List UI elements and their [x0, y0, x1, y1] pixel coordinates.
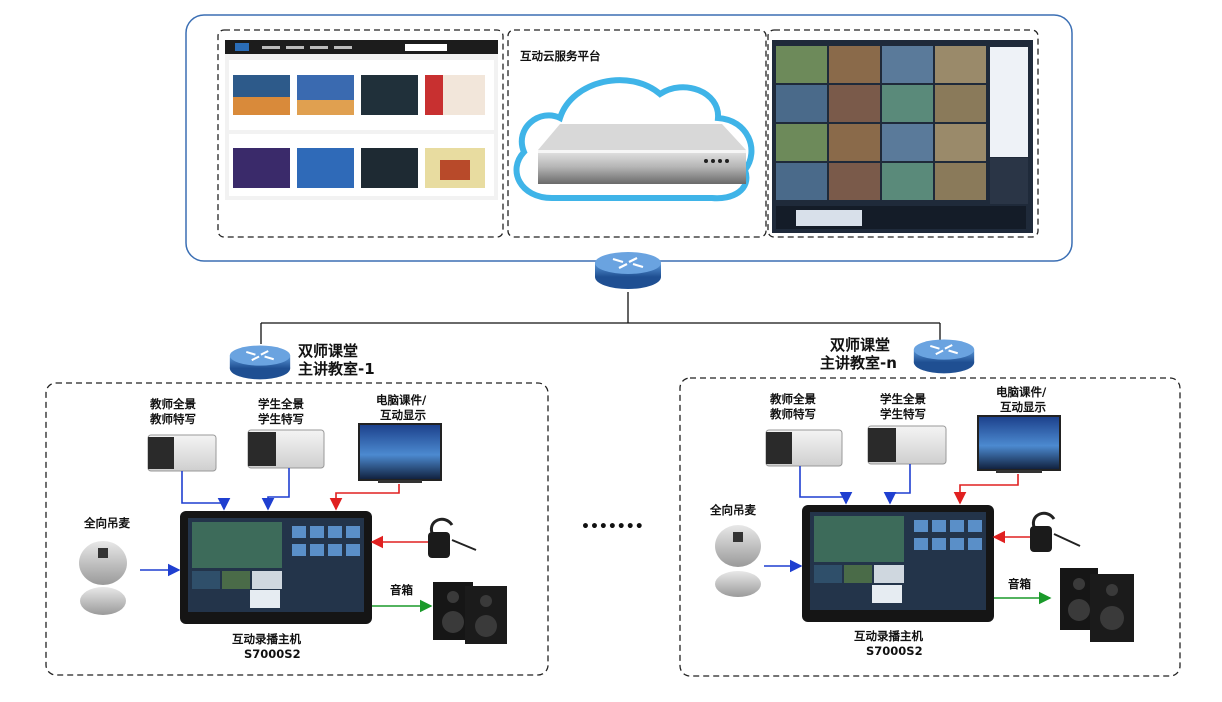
monitor-video-tile — [776, 46, 827, 83]
monitor-video-tile — [829, 163, 880, 200]
c1-headset-mic-icon — [428, 517, 477, 558]
monitor-video-tile — [935, 85, 986, 122]
cn-display-arrow — [953, 474, 1019, 505]
c1-teacher-camera-line1: 教师全景 — [149, 397, 196, 411]
cn-teacher-camera-line1: 教师全景 — [769, 392, 816, 406]
cn-host-line1: 互动录播主机 — [854, 629, 923, 643]
monitor-video-tile — [882, 85, 933, 122]
cn-student-camera-line2: 学生特写 — [880, 407, 926, 421]
cn-display-line2: 互动显示 — [1000, 400, 1046, 414]
c1-student-camera-icon — [247, 429, 325, 469]
cn-headset-mic-icon — [1030, 511, 1081, 552]
c1-host-device-icon — [180, 511, 372, 624]
cn-host-line2: S7000S2 — [866, 644, 923, 658]
classroom1-frame — [45, 382, 549, 676]
classroomn-title-line1: 双师课堂 — [830, 336, 890, 354]
cn-host-device-icon — [802, 505, 994, 622]
monitor-video-tile — [829, 124, 880, 161]
ellipsis-dots: ••••••• — [581, 519, 644, 535]
c1-speaker-label: 音箱 — [390, 583, 413, 597]
monitor-video-tile — [776, 85, 827, 122]
cn-speaker-icon — [1060, 568, 1134, 642]
cloud-platform-label: 互动云服务平台 — [520, 49, 601, 63]
cloud-server-panel: 互动云服务平台 — [507, 29, 767, 238]
c1-display-icon — [358, 423, 442, 483]
classroom1-router-icon — [228, 344, 292, 381]
portal-screenshot-panel — [217, 29, 504, 238]
cn-mic-label: 全向吊麦 — [709, 503, 756, 517]
classroom1-title-line2: 主讲教室-1 — [298, 360, 375, 378]
c1-student-camera-line2: 学生特写 — [258, 412, 304, 426]
monitor-video-tile — [882, 163, 933, 200]
c1-student-camera-line1: 学生全景 — [258, 397, 304, 411]
classroomn-frame — [679, 377, 1181, 677]
c1-teacher-camera-icon — [147, 434, 217, 472]
cn-student-camera-icon — [867, 425, 947, 465]
cn-student-camera-arrow — [883, 464, 911, 505]
server-box-icon — [538, 124, 746, 184]
c1-speaker-icon — [433, 582, 507, 644]
cn-display-line1: 电脑课件/ — [996, 385, 1047, 399]
c1-display-line2: 互动显示 — [380, 408, 426, 422]
monitor-video-tile — [882, 46, 933, 83]
monitor-video-tile — [776, 163, 827, 200]
cn-teacher-camera-line2: 教师特写 — [769, 407, 816, 421]
cn-student-camera-line1: 学生全景 — [880, 392, 926, 406]
cn-mic-icon — [715, 525, 761, 597]
monitor-video-tile — [935, 124, 986, 161]
monitor-screenshot-panel — [767, 29, 1039, 238]
c1-mic-icon — [79, 541, 127, 615]
cn-teacher-camera-icon — [765, 429, 843, 467]
c1-display-arrow — [329, 484, 400, 511]
c1-student-camera-arrow — [261, 468, 290, 511]
classroom1-title-line1: 双师课堂 — [298, 342, 358, 360]
c1-teacher-camera-arrow — [181, 471, 231, 511]
core-router-icon — [593, 250, 663, 291]
classroomn-router-icon — [912, 338, 976, 375]
c1-mic-label: 全向吊麦 — [83, 516, 130, 530]
c1-host-line1: 互动录播主机 — [232, 632, 301, 646]
monitor-video-tile — [935, 163, 986, 200]
c1-teacher-camera-line2: 教师特写 — [149, 412, 196, 426]
classroomn-title-line2: 主讲教室-n — [820, 354, 897, 372]
cn-teacher-camera-arrow — [799, 466, 853, 505]
c1-host-line2: S7000S2 — [244, 647, 301, 661]
c1-display-line1: 电脑课件/ — [376, 393, 427, 407]
monitor-video-tile — [829, 85, 880, 122]
monitor-video-tile — [776, 124, 827, 161]
monitor-video-tile — [935, 46, 986, 83]
cn-speaker-label: 音箱 — [1008, 577, 1031, 591]
monitor-video-tile — [882, 124, 933, 161]
monitor-video-tile — [829, 46, 880, 83]
cn-display-icon — [977, 415, 1061, 473]
